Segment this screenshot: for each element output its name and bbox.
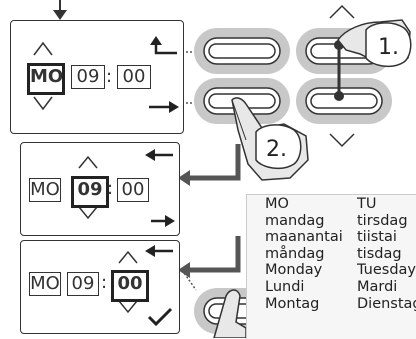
minute-field: 00 [117, 178, 149, 202]
table-cell: Tuesday [357, 262, 416, 279]
table-cell: Montag [265, 295, 320, 312]
connector-arrow-icon [178, 236, 241, 278]
display-panel-day: MO 09 : 00 [10, 20, 184, 134]
chevron-up-icon [118, 250, 138, 264]
table-cell: maanantai [265, 229, 343, 246]
table-cell: mandag [265, 212, 325, 229]
step-2-badge: 2. [255, 124, 302, 170]
hour-field: 09 [71, 176, 109, 208]
weekday-column-tuesday: TU tirsdag tiistai tisdag Tuesday Mardi … [357, 196, 416, 312]
step-1-badge: 1. [365, 22, 412, 68]
chevron-up-icon [329, 4, 355, 19]
table-cell: måndag [265, 245, 325, 262]
checkmark-icon [147, 307, 173, 327]
day-field: MO [27, 63, 65, 95]
connector-arrow-icon [178, 144, 241, 186]
button-down[interactable] [296, 78, 392, 124]
return-arrow-icon [150, 36, 177, 55]
hour-field: 09 [71, 65, 105, 89]
chevron-down-icon [329, 133, 355, 148]
display-panel-hour: MO 09 : 00 [20, 142, 180, 236]
table-cell: TU [357, 196, 377, 212]
chevron-down-icon [33, 96, 53, 111]
table-cell: Lundi [265, 278, 305, 295]
time-separator: : [107, 178, 114, 199]
weekday-translation-table: MO mandag maanantai måndag Monday Lundi … [246, 194, 416, 339]
arrow-left-icon [145, 245, 173, 257]
time-separator: : [101, 272, 108, 293]
chevron-up-icon [78, 155, 98, 169]
arrow-down-icon [53, 0, 67, 20]
table-cell: Dienstag [357, 295, 416, 312]
table-cell: tisdag [357, 245, 402, 262]
button-left-top[interactable] [194, 28, 290, 74]
weekday-column-monday: MO mandag maanantai måndag Monday Lundi … [265, 196, 343, 312]
step-2-label: 2. [266, 137, 287, 162]
pointing-hand-icon [213, 289, 247, 338]
chevron-down-icon [118, 300, 138, 314]
table-cell: MO [265, 196, 289, 212]
minute-field: 00 [111, 270, 149, 302]
arrow-right-icon [151, 215, 175, 227]
step-1-label: 1. [378, 35, 399, 60]
table-cell: Mardi [357, 278, 398, 295]
table-cell: tirsdag [357, 212, 408, 229]
time-separator: : [106, 66, 113, 87]
chevron-down-icon [78, 206, 98, 220]
table-cell: Monday [265, 262, 323, 279]
minute-field: 00 [117, 65, 151, 89]
day-field: MO [29, 178, 61, 202]
display-panel-minute: MO 09 : 00 [20, 240, 180, 334]
table-cell: tiistai [357, 229, 397, 246]
arrow-right-icon [149, 101, 179, 113]
chevron-up-icon [33, 41, 53, 56]
hour-field: 09 [67, 272, 99, 296]
day-field: MO [29, 272, 61, 296]
arrow-left-icon [145, 149, 173, 161]
